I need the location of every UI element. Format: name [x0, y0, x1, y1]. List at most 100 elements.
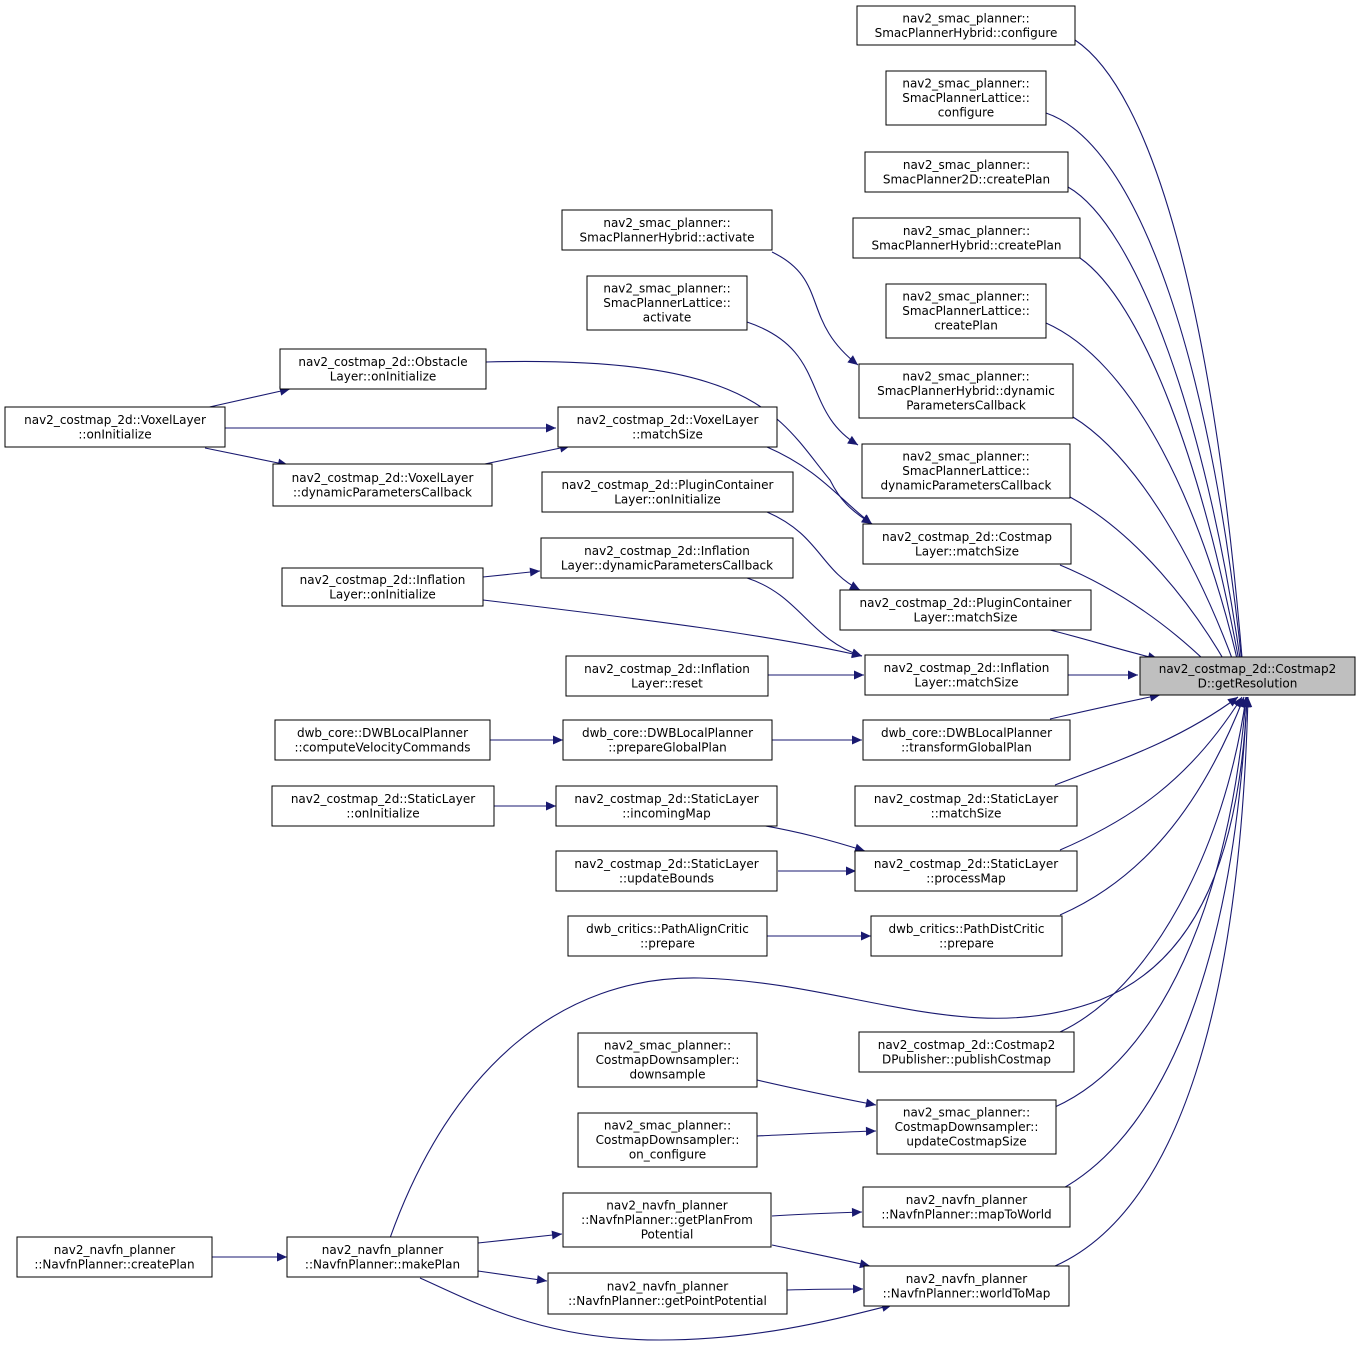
node-label-line: nav2_smac_planner:: — [903, 1106, 1030, 1120]
node-label-line: D::getResolution — [1198, 676, 1298, 690]
node-navfn-worldtomap[interactable]: nav2_navfn_planner::NavfnPlanner::worldT… — [863, 1265, 1070, 1307]
node-navfn-getplanfrom[interactable]: nav2_navfn_planner::NavfnPlanner::getPla… — [562, 1192, 772, 1248]
node-box — [839, 589, 1092, 631]
node-label-line: ::updateBounds — [619, 871, 714, 885]
node-target[interactable]: nav2_costmap_2d::Costmap2D::getResolutio… — [1139, 656, 1356, 696]
node-label-line: ::NavfnPlanner::createPlan — [34, 1257, 194, 1271]
node-label-line: ::matchSize — [931, 806, 1002, 820]
node-label-line: activate — [643, 311, 692, 325]
edge — [1045, 322, 1246, 696]
node-static-oninit[interactable]: nav2_costmap_2d::StaticLayer::onInitiali… — [271, 785, 495, 827]
node-pathalign-prepare[interactable]: dwb_critics::PathAlignCritic::prepare — [567, 915, 768, 957]
node-label-line: ::NavfnPlanner::getPlanFrom — [581, 1213, 753, 1227]
node-label-line: ::NavfnPlanner::mapToWorld — [881, 1207, 1051, 1221]
node-label-line: nav2_costmap_2d::Inflation — [300, 573, 466, 587]
node-dwb-prepareglobal[interactable]: dwb_core::DWBLocalPlanner::prepareGlobal… — [562, 719, 773, 761]
node-label-line: nav2_costmap_2d::StaticLayer — [574, 792, 758, 806]
arrowhead — [861, 514, 872, 524]
node-label-line: SmacPlannerLattice:: — [603, 296, 731, 310]
node-dwb-compute[interactable]: dwb_core::DWBLocalPlanner::computeVeloci… — [274, 719, 491, 761]
node-label-line: Layer::matchSize — [914, 610, 1018, 624]
node-box — [4, 406, 226, 448]
node-label-line: CostmapDownsampler:: — [596, 1053, 740, 1067]
edge — [1054, 696, 1249, 1267]
node-navfn-maptoworld[interactable]: nav2_navfn_planner::NavfnPlanner::mapToW… — [862, 1186, 1071, 1228]
node-label-line: nav2_costmap_2d::Costmap2 — [878, 1038, 1056, 1052]
node-box — [547, 1272, 788, 1315]
node-voxel-dyncb[interactable]: nav2_costmap_2d::VoxelLayer::dynamicPara… — [272, 463, 493, 507]
node-hybrid-createplan[interactable]: nav2_smac_planner::SmacPlannerHybrid::cr… — [852, 217, 1081, 259]
node-inflation-dyncb[interactable]: nav2_costmap_2d::InflationLayer::dynamic… — [540, 537, 794, 579]
node-static-incoming[interactable]: nav2_costmap_2d::StaticLayer::incomingMa… — [555, 785, 778, 827]
node-downsampler-downsample[interactable]: nav2_smac_planner::CostmapDownsampler::d… — [577, 1032, 758, 1088]
arrowhead — [1242, 697, 1252, 708]
node-label-line: Layer::matchSize — [915, 675, 1019, 689]
node-static-processmap[interactable]: nav2_costmap_2d::StaticLayer::processMap — [854, 850, 1078, 892]
node-navfn-createplan[interactable]: nav2_navfn_planner::NavfnPlanner::create… — [16, 1236, 213, 1278]
node-box — [271, 785, 495, 827]
node-plugin-oninit[interactable]: nav2_costmap_2d::PluginContainerLayer::o… — [541, 471, 794, 513]
node-static-updatebounds[interactable]: nav2_costmap_2d::StaticLayer::updateBoun… — [555, 850, 778, 892]
node-box — [885, 70, 1047, 126]
node-label-line: CostmapDownsampler:: — [895, 1120, 1039, 1134]
node-box — [586, 275, 748, 331]
node-label-line: updateCostmapSize — [906, 1135, 1026, 1149]
node-inflation-oninit[interactable]: nav2_costmap_2d::InflationLayer::onIniti… — [281, 567, 484, 607]
node-downsampler-onconfigure[interactable]: nav2_smac_planner::CostmapDownsampler::o… — [577, 1112, 758, 1168]
node-smac2d-createplan[interactable]: nav2_smac_planner::SmacPlanner2D::create… — [864, 151, 1069, 193]
node-label-line: ::computeVelocityCommands — [294, 740, 470, 754]
node-obstacle-oninit[interactable]: nav2_costmap_2d::ObstacleLayer::onInitia… — [279, 348, 487, 390]
node-hybrid-dyncb[interactable]: nav2_smac_planner::SmacPlannerHybrid::dy… — [858, 363, 1074, 419]
node-label-line: Layer::onInitialize — [329, 587, 436, 601]
node-box — [274, 719, 491, 761]
node-dwb-transform[interactable]: dwb_core::DWBLocalPlanner::transformGlob… — [862, 719, 1071, 761]
node-label-line: nav2_costmap_2d::Inflation — [884, 661, 1050, 675]
node-label-line: ::prepare — [939, 936, 994, 950]
arrowhead — [551, 1230, 562, 1240]
node-label-line: SmacPlannerLattice:: — [902, 91, 1030, 105]
node-box — [861, 443, 1071, 499]
node-lattice-activate[interactable]: nav2_smac_planner::SmacPlannerLattice::a… — [586, 275, 748, 331]
node-box — [1139, 656, 1356, 696]
node-label-line: nav2_smac_planner:: — [902, 11, 1029, 25]
node-label-line: ::onInitialize — [78, 427, 151, 441]
node-label-line: dwb_core::DWBLocalPlanner — [297, 726, 468, 740]
arrowhead — [546, 423, 556, 433]
node-label-line: dwb_critics::PathDistCritic — [888, 922, 1044, 936]
node-label-line: nav2_costmap_2d::Obstacle — [298, 355, 467, 369]
node-box — [854, 785, 1078, 827]
node-voxel-oninit[interactable]: nav2_costmap_2d::VoxelLayer::onInitializ… — [4, 406, 226, 448]
node-box — [555, 850, 778, 892]
edge — [756, 1079, 877, 1106]
node-publisher-publish[interactable]: nav2_costmap_2d::Costmap2DPublisher::pub… — [858, 1031, 1075, 1073]
node-hybrid-configure[interactable]: nav2_smac_planner::SmacPlannerHybrid::co… — [856, 5, 1076, 46]
node-static-matchsize[interactable]: nav2_costmap_2d::StaticLayer::matchSize — [854, 785, 1078, 827]
node-navfn-makeplan[interactable]: nav2_navfn_planner::NavfnPlanner::makePl… — [286, 1236, 479, 1278]
node-label-line: ::dynamicParametersCallback — [293, 485, 472, 499]
edge — [771, 1244, 871, 1267]
node-lattice-createplan[interactable]: nav2_smac_planner::SmacPlannerLattice::c… — [885, 283, 1047, 339]
arrowhead — [553, 735, 563, 745]
arrowhead — [846, 866, 856, 876]
node-plugin-matchsize[interactable]: nav2_costmap_2d::PluginContainerLayer::m… — [839, 589, 1092, 631]
node-hybrid-activate[interactable]: nav2_smac_planner::SmacPlannerHybrid::ac… — [561, 209, 773, 251]
node-label-line: nav2_costmap_2d::VoxelLayer — [292, 471, 474, 485]
node-downsampler-update[interactable]: nav2_smac_planner::CostmapDownsampler::u… — [876, 1099, 1057, 1155]
node-label-line: ::prepare — [640, 936, 695, 950]
node-label-line: nav2_smac_planner:: — [903, 158, 1030, 172]
node-voxel-matchsize[interactable]: nav2_costmap_2d::VoxelLayer::matchSize — [557, 406, 778, 448]
node-lattice-dyncb[interactable]: nav2_smac_planner::SmacPlannerLattice::d… — [861, 443, 1071, 499]
node-label-line: SmacPlannerLattice:: — [902, 304, 1030, 318]
node-lattice-configure[interactable]: nav2_smac_planner::SmacPlannerLattice::c… — [885, 70, 1047, 126]
node-box — [279, 348, 487, 390]
node-pathdist-prepare[interactable]: dwb_critics::PathDistCritic::prepare — [870, 915, 1063, 957]
node-label-line: nav2_costmap_2d::StaticLayer — [874, 792, 1058, 806]
node-box — [864, 654, 1069, 696]
edge — [477, 1270, 548, 1282]
arrowhead — [1227, 697, 1238, 707]
node-inflation-matchsize[interactable]: nav2_costmap_2d::InflationLayer::matchSi… — [864, 654, 1069, 696]
node-label-line: ::NavfnPlanner::makePlan — [305, 1257, 460, 1271]
node-navfn-getpoint[interactable]: nav2_navfn_planner::NavfnPlanner::getPoi… — [547, 1272, 788, 1315]
